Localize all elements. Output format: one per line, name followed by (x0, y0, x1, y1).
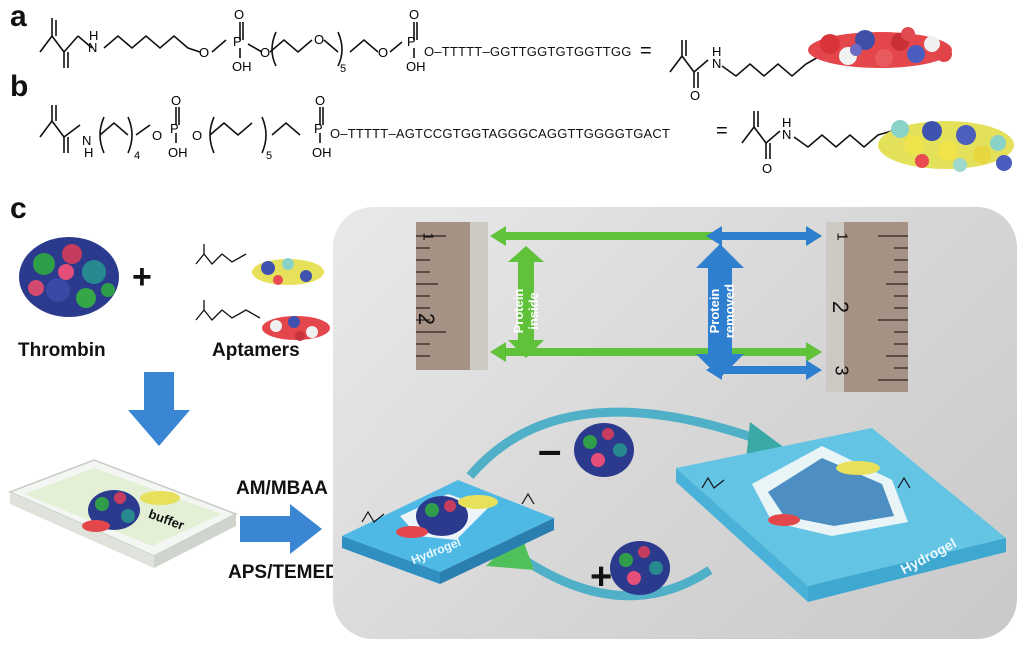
aptamers-label: Aptamers (212, 340, 300, 361)
ruler-left-tick-2: 2 (414, 312, 440, 326)
minus-sign: – (538, 426, 562, 473)
a-atom-o5: O (378, 45, 388, 60)
down-arrow (128, 372, 190, 446)
a-atom-o6: O (409, 7, 419, 22)
b-model-o: O (762, 161, 772, 176)
protein-removed-line1: Protein (707, 288, 722, 334)
a-atom-o2: O (234, 7, 244, 22)
panel-b-aptamer-model: N H O (741, 111, 1014, 176)
protein-removed-label: Protein removed (707, 275, 737, 347)
protein-removed-arrows (696, 226, 822, 380)
b-atom-p2: P (314, 121, 323, 136)
a-model-n: N (712, 56, 721, 71)
protein-removed-line2: removed (722, 283, 737, 339)
ruler-right-tick-3: 3 (831, 365, 852, 376)
panel-a-structure: N H O P O OH O O 5 O P O OH (39, 7, 426, 75)
ruler-left-tick-1: 1 (419, 232, 437, 241)
ruler-right (826, 222, 908, 392)
thrombin-removed (574, 423, 634, 477)
ruler-left (416, 222, 488, 370)
b-sub-5: 5 (266, 150, 272, 162)
a-atom-p1: P (233, 34, 242, 49)
a-atom-p2: P (407, 34, 416, 49)
buffer-tray (8, 459, 238, 568)
process-arrow (240, 504, 322, 554)
reagents-top: AM/MBAA (236, 478, 328, 499)
protein-inside-line1: Protein (511, 288, 526, 334)
panel-b-structure: N H 4 O P O OH O 5 P O OH (39, 95, 332, 162)
b-atom-h: H (84, 145, 93, 160)
a-atom-h: H (89, 28, 98, 43)
b-atom-n: N (82, 133, 91, 148)
panel-b-sequence: O–TTTTT–AGTCCGTGGTAGGGCAGGTTGGGGTGACT (330, 126, 671, 141)
thrombin-label: Thrombin (18, 340, 106, 361)
b-model-n: N (782, 127, 791, 142)
thrombin-added (610, 541, 670, 595)
ruler-right-tick-1: 1 (833, 232, 851, 241)
panel-label-b: b (10, 70, 29, 103)
plus-sign-top: + (132, 258, 152, 296)
panel-a-sequence: O–TTTTT–GGTTGGTGTGGTTGG (424, 44, 632, 59)
aptamer-red (262, 316, 330, 341)
panel-label-c: c (10, 192, 27, 225)
protein-inside-label: Protein inside (511, 279, 541, 343)
hydrogel-left (342, 480, 554, 584)
panel-label-a: a (10, 0, 27, 33)
b-model-h: H (782, 115, 791, 130)
panel-b-equals: = (716, 120, 728, 142)
b-sub-4: 4 (134, 150, 140, 162)
aptamer-yellow (252, 258, 324, 285)
a-atom-n: N (88, 40, 97, 55)
panel-a-aptamer-model: N H O (669, 27, 952, 100)
a-aptamer-blob (808, 27, 952, 68)
a-atom-oh1: OH (232, 59, 252, 74)
plus-sign-bottom: + (590, 556, 613, 598)
a-atom-oh2: OH (406, 59, 426, 74)
b-atom-o4: O (315, 95, 325, 108)
a-sub-5: 5 (340, 63, 346, 75)
panel-a-equals: = (640, 40, 652, 62)
a-atom-o4: O (314, 32, 324, 47)
a-atom-o3: O (260, 45, 270, 60)
b-atom-o3: O (192, 128, 202, 143)
b-atom-p1: P (170, 121, 179, 136)
hydrogel-right (676, 428, 1006, 602)
a-atom-o1: O (199, 45, 209, 60)
reagents-bottom: APS/TEMED (228, 562, 339, 583)
thrombin-blob (19, 237, 119, 317)
b-atom-oh2: OH (312, 145, 332, 160)
a-model-h: H (712, 44, 721, 59)
aptamer-monomers (195, 244, 330, 341)
b-atom-oh1: OH (168, 145, 188, 160)
protein-inside-line2: inside (526, 292, 541, 330)
b-atom-o2: O (171, 95, 181, 108)
b-atom-o1: O (152, 128, 162, 143)
protein-inside-arrows (490, 226, 822, 362)
a-model-o: O (690, 88, 700, 100)
b-aptamer-blob (878, 120, 1014, 172)
